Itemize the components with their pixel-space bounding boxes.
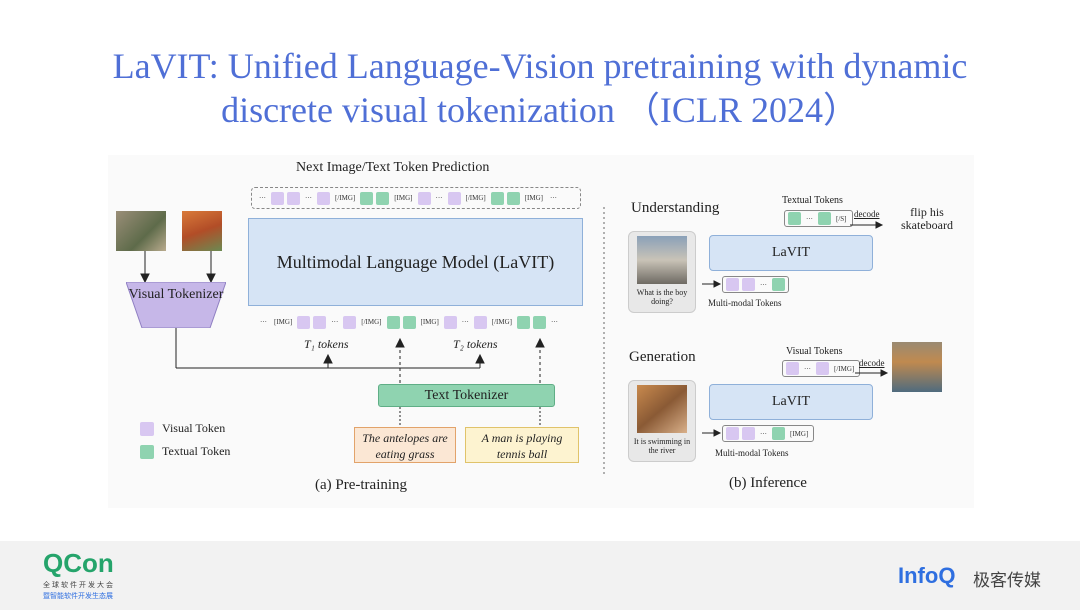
understanding-label: Understanding <box>631 200 720 216</box>
output-textual-tokens: ···[/S] <box>784 210 853 227</box>
caption-tennis: A man is playing tennis ball <box>465 427 579 463</box>
kitten-image <box>637 385 687 433</box>
title-line-2: discrete visual tokenization （ICLR 2024） <box>221 90 859 130</box>
decode-label-2: decode <box>859 358 885 368</box>
textual-token <box>360 191 374 205</box>
skateboard-boy-image <box>637 236 687 284</box>
t1-tokens-label: T₁ tokens <box>304 337 349 351</box>
output-token-sequence: ··· ··· [/IMG] [IMG] ··· [/IMG] [IMG] ··… <box>251 187 581 209</box>
visual-tokenizer-label: Visual Tokenizer <box>128 287 224 302</box>
inference-caption: (b) Inference <box>729 475 807 491</box>
footer-bar: QCon 全球软件开发大会 暨智能软件开发生态展 InfoQ 极客传媒 <box>0 541 1080 610</box>
model-label: Multimodal Language Model (LaVIT) <box>276 251 555 272</box>
visual-tokens-label: Visual Tokens <box>786 346 843 357</box>
generation-input-tokens: ···[IMG] <box>722 425 815 442</box>
textual-token <box>402 315 416 329</box>
understanding-input-card: What is the boy doing? <box>628 231 696 313</box>
prompt-text: It is swimming in the river <box>633 437 691 455</box>
qcon-subtitle-1: 全球软件开发大会 <box>43 581 115 589</box>
lavit-figure: Next Image/Text Token Prediction ··· ···… <box>108 155 974 508</box>
legend-textual-label: Textual Token <box>162 444 231 458</box>
multimodal-model-box: Multimodal Language Model (LaVIT) <box>248 218 583 306</box>
legend-textual-swatch <box>140 444 154 459</box>
visual-token <box>317 191 330 205</box>
visual-token <box>447 191 461 205</box>
multimodal-tokens-label-2: Multi-modal Tokens <box>715 448 789 458</box>
textual-token <box>376 191 390 205</box>
visual-token <box>297 315 311 329</box>
qcon-logo: QCon <box>43 548 114 578</box>
generation-label: Generation <box>629 349 696 365</box>
multimodal-tokens-label: Multi-modal Tokens <box>708 298 782 308</box>
caption-antelopes: The antelopes are eating grass <box>354 427 456 463</box>
infoq-logo: InfoQ <box>898 563 956 588</box>
visual-token <box>271 191 284 205</box>
input-token-sequence: ··· [IMG] ··· [/IMG] [IMG] ··· [/IMG] ··… <box>258 314 560 330</box>
visual-token <box>313 315 327 329</box>
visual-token <box>473 315 487 329</box>
legend-visual-swatch <box>140 421 154 436</box>
next-token-prediction-label: Next Image/Text Token Prediction <box>296 160 490 175</box>
text-tokenizer-box: Text Tokenizer <box>378 384 555 407</box>
connector-lines <box>140 207 605 475</box>
lavit-understanding-box: LaVIT <box>709 235 873 271</box>
textual-token <box>533 315 546 329</box>
understanding-input-tokens: ··· <box>722 276 789 293</box>
question-text: What is the boy doing? <box>636 288 688 306</box>
visual-token <box>417 191 431 205</box>
textual-token <box>517 315 530 329</box>
qcon-subtitle-2: 暨智能软件开发生态展 <box>43 592 113 600</box>
decode-label: decode <box>854 209 880 219</box>
generation-input-card: It is swimming in the river <box>628 380 696 462</box>
visual-token <box>287 191 300 205</box>
visual-token <box>443 315 457 329</box>
legend-visual-label: Visual Token <box>162 421 226 435</box>
text-tokenizer-label: Text Tokenizer <box>424 387 509 403</box>
title-line-1: LaVIT: Unified Language-Vision pretraini… <box>112 46 968 86</box>
legend-textual: Textual Token <box>140 444 230 459</box>
infoq-chinese-name: 极客传媒 <box>973 571 1041 591</box>
answer-text: flip his skateboard <box>901 205 953 232</box>
output-visual-tokens: ···[/IMG] <box>782 360 861 377</box>
t2-tokens-label: T₂ tokens <box>453 337 498 351</box>
textual-token <box>506 191 520 205</box>
slide-title: LaVIT: Unified Language-Vision pretraini… <box>0 44 1080 132</box>
generated-lion-image <box>892 342 942 392</box>
antelope-image <box>116 211 166 251</box>
visual-token <box>343 315 357 329</box>
legend-visual: Visual Token <box>140 421 225 436</box>
lavit-generation-box: LaVIT <box>709 384 873 420</box>
tennis-player-image <box>182 211 222 251</box>
textual-tokens-label: Textual Tokens <box>782 195 843 206</box>
visual-tokenizer-box <box>126 282 226 328</box>
textual-token <box>386 315 400 329</box>
pretraining-caption: (a) Pre-training <box>315 477 408 493</box>
textual-token <box>490 191 504 205</box>
